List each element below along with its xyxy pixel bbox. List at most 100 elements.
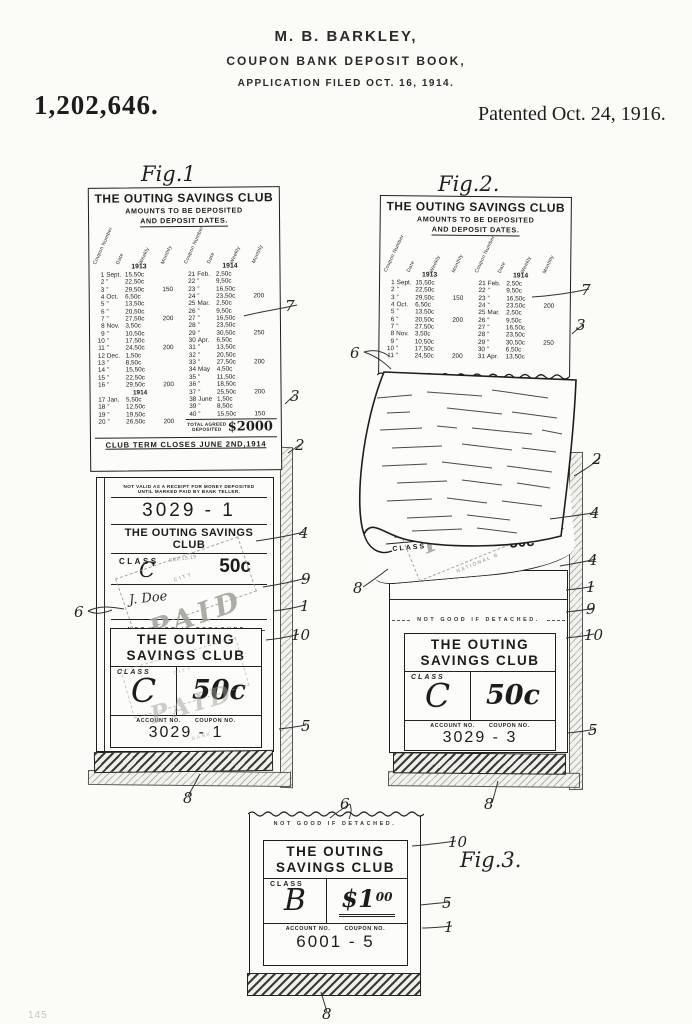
fig1-lower-page: NOT VALID AS A RECEIPT FOR MONEY DEPOSIT… <box>96 477 274 752</box>
page-footer-mark: 145 <box>28 1010 48 1021</box>
fig2-deposit-table: THE OUTING SAVINGS CLUB AMOUNTS TO BE DE… <box>379 196 571 377</box>
club-term-footer: CLUB TERM CLOSES JUNE 2ND,1914 <box>94 436 278 451</box>
table-subtitle1: AMOUNTS TO BE DEPOSITED <box>416 214 535 225</box>
coupon-class-cell: CLASS C <box>111 667 177 715</box>
coupon-amount-cell: 50c <box>485 680 540 712</box>
table-cell: 35 <box>188 373 197 381</box>
column-header: Coupon Number <box>473 234 497 275</box>
table-cell: 2 <box>391 286 395 294</box>
ref-numeral: 2 <box>295 436 305 454</box>
bank-stamp-row: J. Doe <box>111 585 267 620</box>
ref-numeral: 3 <box>290 387 300 405</box>
table-cell: 30 <box>477 346 486 354</box>
ref-numeral: 6 <box>74 603 84 621</box>
receipt-class-row: CLASS C SEP.15,19 50c <box>111 554 267 585</box>
patented-date: Patented Oct. 24, 1916. <box>478 103 666 125</box>
table-cell: 26 <box>188 307 196 315</box>
coupon-number: 5 <box>363 931 375 951</box>
ref-numeral: 8 <box>353 579 363 597</box>
column-header: Coupon Number <box>382 233 406 274</box>
table-cell: 15 <box>97 374 106 382</box>
table-cell <box>543 354 565 362</box>
table-cell: 6 <box>100 308 105 316</box>
table-cell: 21 <box>478 280 486 288</box>
fig2-table-page: THE OUTING SAVINGS CLUB AMOUNTS TO BE DE… <box>377 194 572 380</box>
coupon-class-amount: CLASS C 50c <box>111 667 261 716</box>
table-cell: 22 <box>188 278 196 286</box>
ref-numeral: 1 <box>586 578 596 596</box>
account-label: ACCOUNT NO. <box>285 925 331 932</box>
page-stub-line <box>104 478 105 751</box>
table-cell: 26 <box>478 316 486 324</box>
account-label: ACCOUNT NO. <box>430 722 475 729</box>
table-cell: 32 <box>188 351 196 359</box>
ref-numeral: 2 <box>592 450 602 468</box>
table-cell: 14 <box>97 367 106 375</box>
table-cell: 29 <box>477 338 486 346</box>
table-cell: 9 <box>390 337 395 345</box>
table-cell: 5 <box>390 308 395 316</box>
coupon-class-amount: CLASS B $100 <box>264 879 407 924</box>
figure-3-label: Fig.3. <box>460 848 522 872</box>
table-cell: 12 <box>97 352 105 360</box>
table-cell: 31 <box>188 344 196 352</box>
table-cell: 16 <box>98 381 106 389</box>
table-cell: 26,50c <box>126 418 146 426</box>
year-right: 1914 <box>222 262 238 270</box>
book1-spine <box>280 446 293 789</box>
table-cell: 9 <box>101 330 105 338</box>
table-cell: 23 <box>188 285 196 293</box>
table-cell: 19 <box>98 411 106 419</box>
table-cell: 13,50c <box>505 353 525 361</box>
detach-note: NOT GOOD IF DETACHED. <box>273 821 397 827</box>
ref-numeral: 9 <box>301 570 311 588</box>
table-cell: 24 <box>478 302 486 310</box>
ref-numeral: 10 <box>291 626 311 644</box>
ref-numeral: 10 <box>448 833 468 851</box>
table-cell: 23 <box>478 294 486 302</box>
fig1-deposit-table: THE OUTING SAVINGS CLUB AMOUNTS TO BE DE… <box>89 187 281 471</box>
fig2-curled-page <box>358 371 577 554</box>
class-label: CLASS <box>119 556 159 566</box>
table-cell: 10 <box>97 337 105 345</box>
table-cell: 38 <box>189 395 197 403</box>
table-cell: 28 <box>188 322 196 330</box>
year-right: 1914 <box>513 272 529 280</box>
ref-numeral: 9 <box>586 600 596 618</box>
receipt-club-name: THE OUTING SAVINGS CLUB <box>111 525 267 554</box>
ref-numeral: 8 <box>484 795 494 813</box>
table-cell: 200 <box>163 417 175 426</box>
table-cell: 11 <box>98 345 105 353</box>
coupon-class-cell: CLASS C <box>405 672 471 720</box>
table-cell: 29 <box>188 329 196 337</box>
total-value: $2000 <box>227 419 274 435</box>
coupon-label: COUPON NO. <box>194 717 236 724</box>
table-cell: 4 <box>390 301 395 309</box>
ref-numeral: 4 <box>588 551 598 569</box>
coupon-amount-cell: 50c <box>191 675 246 707</box>
ref-numeral: 5 <box>442 894 452 912</box>
table-cell: 3 <box>100 286 105 294</box>
column-header: Coupon Number <box>182 225 206 265</box>
coupon-class-cell: CLASS B <box>264 879 327 923</box>
table-cell: ” <box>395 352 399 360</box>
account-number: 3029 - <box>442 728 500 746</box>
table-cell: 33 <box>188 359 196 367</box>
table-cell: 27 <box>188 314 196 323</box>
patent-number: 1,202,646. <box>34 90 159 120</box>
ref-numeral: 5 <box>588 721 598 739</box>
coupon-footer: ACCOUNT NO. COUPON NO. 6001 - 5 <box>264 924 407 952</box>
table-cell: 11 <box>387 352 394 360</box>
table-cell: 7 <box>390 323 395 331</box>
